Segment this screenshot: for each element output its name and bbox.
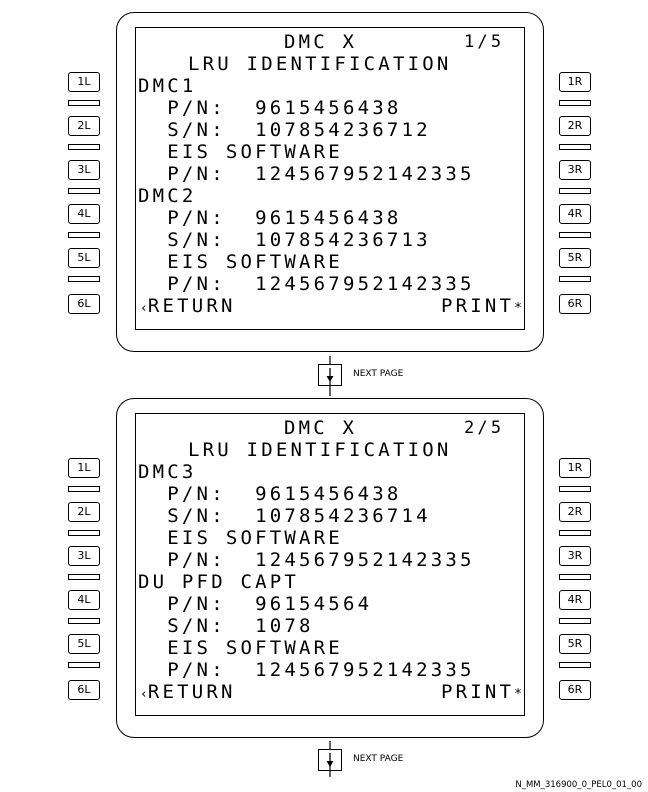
key-separator (559, 662, 591, 668)
key-separator (68, 144, 100, 150)
data-line: EIS SOFTWARE (138, 141, 343, 163)
data-line: DMC3 (138, 461, 197, 483)
page-indicator: 1/5 (464, 32, 505, 52)
lsk-3l[interactable]: 3L (68, 160, 100, 180)
left-caret-icon: ‹ (140, 301, 148, 316)
lsk-4r[interactable]: 4R (559, 204, 591, 224)
print-prompt[interactable]: PRINT* (441, 682, 522, 705)
key-separator (559, 486, 591, 492)
page-title: DMC X (284, 417, 358, 439)
page-subtitle: LRU IDENTIFICATION (188, 439, 452, 461)
next-page-indicator: NEXT PAGE (0, 356, 648, 396)
return-prompt[interactable]: ‹RETURN (140, 296, 236, 319)
print-label: PRINT (440, 295, 515, 317)
return-label: RETURN (147, 681, 236, 703)
lsk-3r[interactable]: 3R (559, 546, 591, 566)
lsk-1r[interactable]: 1R (559, 72, 591, 92)
lsk-2l[interactable]: 2L (68, 116, 100, 136)
data-line: P/N: 9615456438 (138, 207, 402, 229)
lsk-5l[interactable]: 5L (68, 248, 100, 268)
lsk-2r[interactable]: 2R (559, 116, 591, 136)
key-separator (68, 574, 100, 580)
data-line: P/N: 124567952142335 (138, 163, 475, 185)
lsk-5r[interactable]: 5R (559, 634, 591, 654)
page-subtitle: LRU IDENTIFICATION (188, 53, 452, 75)
left-caret-icon: ‹ (140, 687, 148, 702)
key-separator (68, 618, 100, 624)
data-line: DMC1 (138, 75, 197, 97)
data-line: P/N: 9615456438 (138, 97, 402, 119)
mcdu-page-1: DMC X 1/5 LRU IDENTIFICATION DMC1 P/N: 9… (0, 0, 648, 390)
data-line: P/N: 96154564 (138, 593, 373, 615)
data-line: EIS SOFTWARE (138, 527, 343, 549)
print-prompt[interactable]: PRINT* (441, 296, 522, 319)
key-separator (68, 662, 100, 668)
key-separator (559, 100, 591, 106)
data-line: S/N: 1078 (138, 615, 314, 637)
mcdu-bezel (116, 12, 544, 352)
next-page-label: NEXT PAGE (353, 369, 404, 379)
lsk-1l[interactable]: 1L (68, 72, 100, 92)
data-line: P/N: 9615456438 (138, 483, 402, 505)
lsk-5l[interactable]: 5L (68, 634, 100, 654)
key-separator (559, 188, 591, 194)
lsk-2l[interactable]: 2L (68, 502, 100, 522)
return-prompt[interactable]: ‹RETURN (140, 682, 236, 705)
key-separator (68, 232, 100, 238)
key-separator (68, 188, 100, 194)
mcdu-screen: DMC X 1/5 LRU IDENTIFICATION DMC1 P/N: 9… (135, 27, 525, 330)
mcdu-page-2: DMC X 2/5 LRU IDENTIFICATION DMC3 P/N: 9… (0, 386, 648, 776)
lsk-6l[interactable]: 6L (68, 294, 100, 314)
data-line: EIS SOFTWARE (138, 251, 343, 273)
key-separator (68, 100, 100, 106)
star-icon: * (514, 301, 522, 316)
key-separator (68, 530, 100, 536)
lsk-2r[interactable]: 2R (559, 502, 591, 522)
page-title: DMC X (284, 31, 358, 53)
figure-id: N_MM_316900_0_PEL0_01_00 (515, 780, 642, 790)
lsk-3r[interactable]: 3R (559, 160, 591, 180)
lsk-1l[interactable]: 1L (68, 458, 100, 478)
mcdu-bezel (116, 398, 544, 738)
lsk-1r[interactable]: 1R (559, 458, 591, 478)
key-separator (559, 232, 591, 238)
lsk-3l[interactable]: 3L (68, 546, 100, 566)
print-label: PRINT (440, 681, 515, 703)
data-line: P/N: 124567952142335 (138, 273, 475, 295)
key-separator (559, 276, 591, 282)
key-separator (559, 530, 591, 536)
data-line: P/N: 124567952142335 (138, 659, 475, 681)
key-separator (559, 574, 591, 580)
next-page-label: NEXT PAGE (353, 754, 404, 764)
data-line: DMC2 (138, 185, 197, 207)
next-page-indicator: NEXT PAGE (0, 741, 648, 779)
lsk-6l[interactable]: 6L (68, 680, 100, 700)
page-indicator: 2/5 (464, 418, 505, 438)
key-separator (559, 144, 591, 150)
lsk-4l[interactable]: 4L (68, 204, 100, 224)
return-label: RETURN (147, 295, 236, 317)
lsk-4l[interactable]: 4L (68, 590, 100, 610)
key-separator (68, 486, 100, 492)
data-line: S/N: 107854236712 (138, 119, 431, 141)
data-line: DU PFD CAPT (138, 571, 300, 593)
star-icon: * (514, 687, 522, 702)
data-line: EIS SOFTWARE (138, 637, 343, 659)
data-line: P/N: 124567952142335 (138, 549, 475, 571)
key-separator (68, 276, 100, 282)
data-line: S/N: 107854236713 (138, 229, 431, 251)
lsk-4r[interactable]: 4R (559, 590, 591, 610)
key-separator (559, 618, 591, 624)
lsk-6r[interactable]: 6R (559, 294, 591, 314)
lsk-5r[interactable]: 5R (559, 248, 591, 268)
mcdu-screen: DMC X 2/5 LRU IDENTIFICATION DMC3 P/N: 9… (135, 413, 525, 716)
data-line: S/N: 107854236714 (138, 505, 431, 527)
lsk-6r[interactable]: 6R (559, 680, 591, 700)
